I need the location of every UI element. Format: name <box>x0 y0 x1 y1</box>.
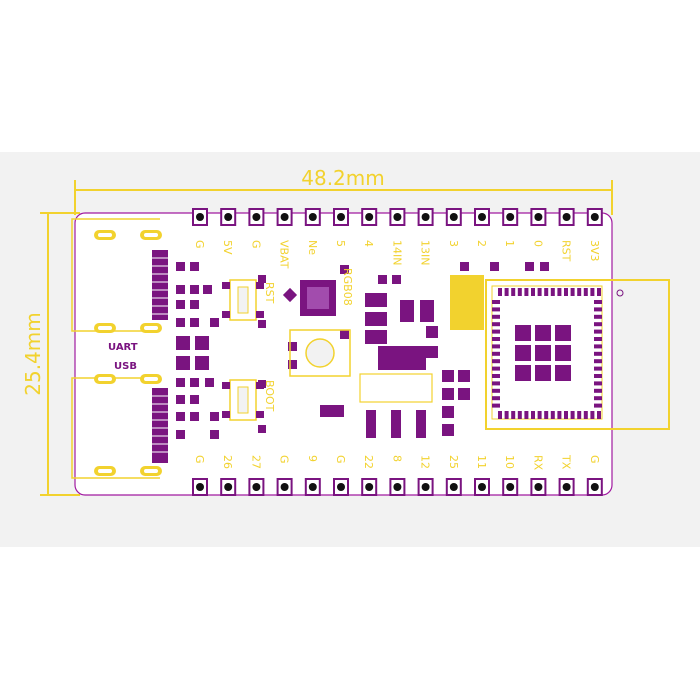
top-header-pin <box>502 208 519 226</box>
bottom-pin-label: 11 <box>475 455 488 469</box>
top-header-pin <box>192 208 208 226</box>
top-pin-label: VBAT <box>278 240 291 269</box>
uart-label: UART <box>108 342 138 353</box>
antenna <box>450 275 484 330</box>
bottom-header-pin <box>586 478 603 496</box>
width-label: 48.2mm <box>301 166 385 190</box>
bottom-header-pin <box>248 478 265 496</box>
bottom-pin-label: 9 <box>306 455 319 462</box>
top-header-pin <box>361 208 378 226</box>
bottom-pin-label: 27 <box>249 455 262 469</box>
top-pin-label: 2 <box>475 240 488 247</box>
height-label: 25.4mm <box>21 312 45 396</box>
boot-button-label: BOOT <box>263 380 276 412</box>
bottom-pin-label: 12 <box>419 455 432 469</box>
bottom-header-pin <box>389 478 406 496</box>
top-pin-label: G <box>193 240 206 249</box>
bottom-header-pin <box>502 478 519 496</box>
top-pin-label: 13IN <box>419 240 432 265</box>
bottom-pin-label: G <box>278 455 291 464</box>
rgb-label: RGB08 <box>341 268 354 306</box>
bottom-pin-label: G <box>334 455 347 464</box>
bottom-header-pin <box>417 478 434 496</box>
usb-label: USB <box>114 361 137 372</box>
smd-components <box>176 262 549 439</box>
top-pin-label: 14IN <box>390 240 403 265</box>
bottom-pin-label: 26 <box>221 455 234 469</box>
top-header-pin <box>445 208 462 226</box>
top-pin-label: RST <box>560 240 573 262</box>
bottom-header-pin <box>530 478 547 496</box>
top-pin-label: G <box>249 240 262 249</box>
top-pin-header <box>192 208 603 226</box>
top-pin-label: 1 <box>503 240 516 247</box>
top-header-pin <box>333 208 349 226</box>
bottom-pin-label: 8 <box>390 455 403 462</box>
top-pin-label: 3V3 <box>588 240 601 262</box>
top-pin-label: 4 <box>362 240 375 247</box>
top-header-pin <box>474 208 490 226</box>
top-pin-label: 5 <box>334 240 347 247</box>
bottom-header-pin <box>361 478 378 496</box>
top-pin-label: 3 <box>447 240 460 247</box>
bottom-header-pin <box>276 478 293 496</box>
bottom-pin-label: 22 <box>362 455 375 469</box>
top-pin-labels: G 5V G VBAT Ne 5 4 14IN 13IN 3 2 1 0 RST 3V3 <box>193 240 601 269</box>
module-center-pads <box>515 325 571 381</box>
bottom-header-pin <box>474 478 490 496</box>
top-pin-label: Ne <box>306 240 319 255</box>
top-pin-label: 0 <box>531 240 544 247</box>
top-header-pin <box>220 208 237 226</box>
height-dimension: 25.4mm <box>21 212 80 496</box>
bottom-pin-label: 10 <box>503 455 516 469</box>
top-header-pin <box>389 208 406 226</box>
bottom-pin-label: G <box>193 455 206 464</box>
module-pads <box>492 288 602 419</box>
rst-button-label: RST <box>263 282 276 304</box>
bottom-header-pin <box>333 478 349 496</box>
rgb-led <box>289 329 351 377</box>
top-header-pin <box>417 208 434 226</box>
bottom-pin-labels: G 26 27 G 9 G 22 8 12 25 11 10 RX TX G <box>193 454 601 471</box>
top-header-pin <box>276 208 293 226</box>
bottom-pin-label: 25 <box>447 455 460 469</box>
top-header-pin <box>248 208 265 226</box>
boot-button <box>222 379 264 421</box>
bottom-pin-label: G <box>588 455 601 464</box>
top-header-pin <box>558 208 575 226</box>
bottom-header-pin <box>445 478 462 496</box>
top-header-pin <box>530 208 547 226</box>
bottom-pin-header <box>192 478 603 496</box>
bottom-header-pin <box>192 478 208 496</box>
bottom-pin-label: RX <box>531 455 544 471</box>
regulator-outline <box>359 373 433 403</box>
qfn-chip <box>300 280 336 316</box>
usb-connector-bottom <box>71 377 160 479</box>
bottom-header-pin <box>558 478 575 496</box>
bottom-header-pin <box>220 478 237 496</box>
rst-button <box>222 279 264 321</box>
width-dimension: 48.2mm <box>74 166 613 215</box>
bottom-header-pin <box>304 478 321 496</box>
top-header-pin <box>586 208 603 226</box>
top-header-pin <box>304 208 321 226</box>
usb-connector-top <box>71 218 160 332</box>
bottom-pin-label: TX <box>560 454 573 470</box>
top-pin-label: 5V <box>221 240 234 255</box>
